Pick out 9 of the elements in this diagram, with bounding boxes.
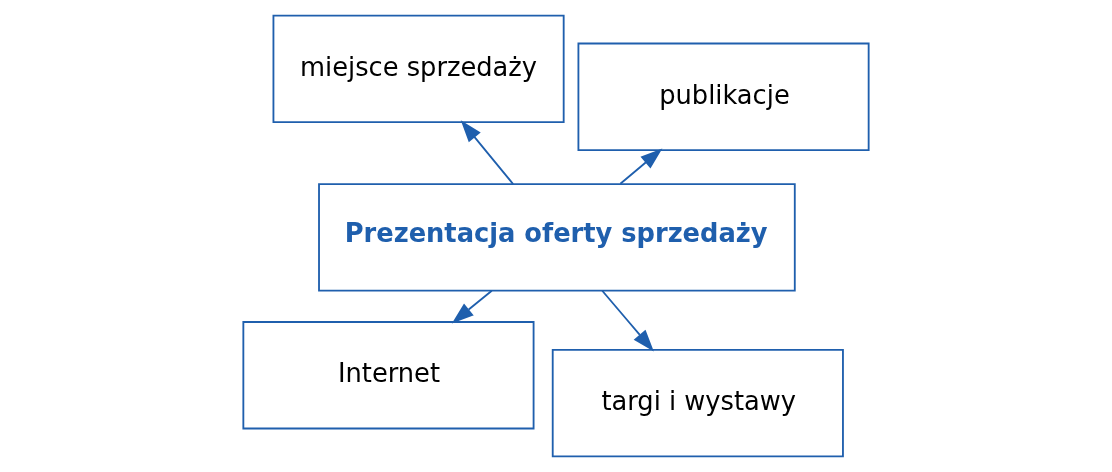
node-box: Prezentacja oferty sprzedaży (318, 183, 796, 292)
node-box: targi i wystawy (551, 348, 844, 458)
arrow (619, 148, 663, 185)
arrow (460, 120, 515, 185)
node-box: Internet (242, 321, 535, 430)
node-box: miejsce sprzedaży (272, 14, 565, 123)
node-box: publikacje (577, 42, 870, 151)
arrow (601, 289, 654, 352)
arrow (451, 289, 493, 324)
